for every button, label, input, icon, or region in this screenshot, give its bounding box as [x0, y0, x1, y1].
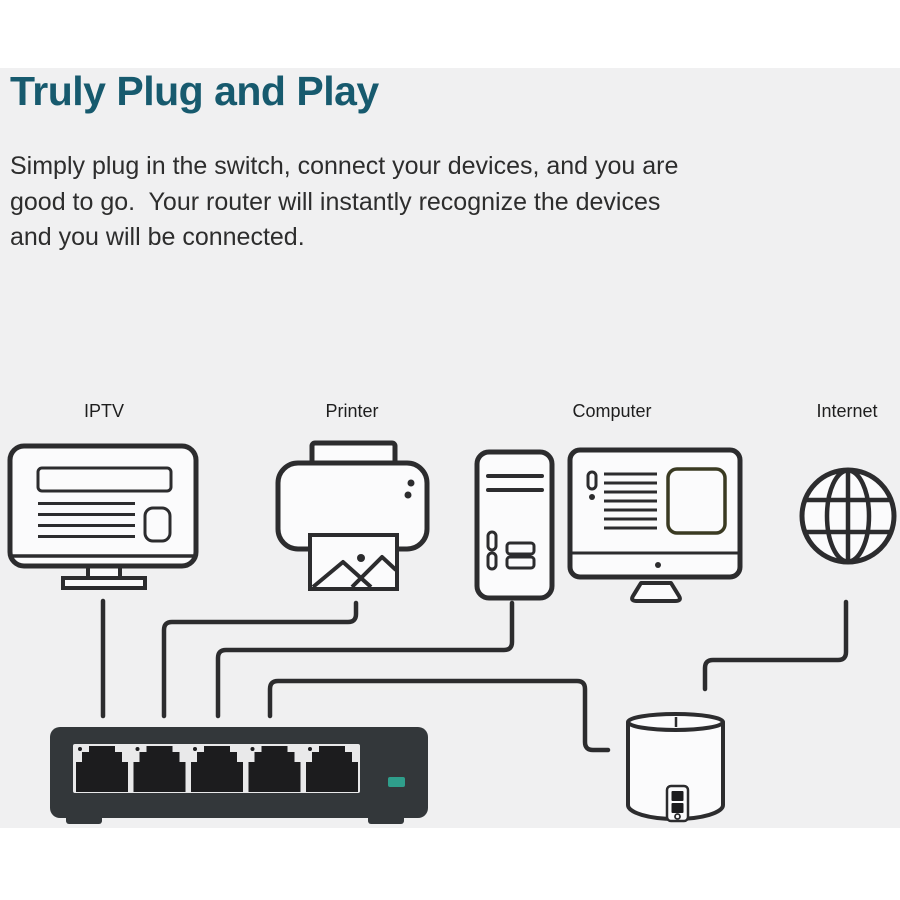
- cable-printer-to-switch: [161, 600, 359, 719]
- description-line-1: Simply plug in the switch, connect your …: [10, 152, 679, 180]
- router-illustration: [626, 712, 725, 823]
- globe-icon: [799, 467, 897, 565]
- rj45-port-5: [306, 746, 358, 792]
- cable-internet-to-router: [702, 599, 849, 692]
- description-line-2: good to go. Your router will instantly r…: [10, 187, 661, 216]
- rj45-port-2: [133, 746, 186, 792]
- device-label-computer: Computer: [572, 401, 652, 421]
- switch-status-led: [388, 777, 405, 787]
- computer-monitor-icon: [567, 447, 743, 603]
- cable-switch-to-router: [267, 678, 611, 753]
- page-title: Truly Plug and Play: [10, 68, 379, 114]
- device-label-printer: Printer: [325, 401, 379, 421]
- printer-icon: [275, 440, 430, 591]
- description-paragraph: Simply plug in the switch, connect your …: [10, 149, 678, 256]
- network-switch-illustration: [50, 727, 428, 824]
- device-label-iptv: IPTV: [83, 401, 125, 421]
- rj45-port-1: [76, 746, 128, 792]
- rj45-port-3: [191, 746, 243, 792]
- rj45-ports: [76, 746, 358, 792]
- computer-tower-icon: [474, 449, 555, 601]
- tv-icon: [7, 443, 199, 590]
- description-line-3: and you will be connected.: [10, 223, 305, 251]
- rj45-port-4: [248, 746, 301, 792]
- cables: [100, 598, 849, 753]
- cable-computer-to-switch: [215, 600, 515, 719]
- device-label-internet: Internet: [816, 401, 878, 421]
